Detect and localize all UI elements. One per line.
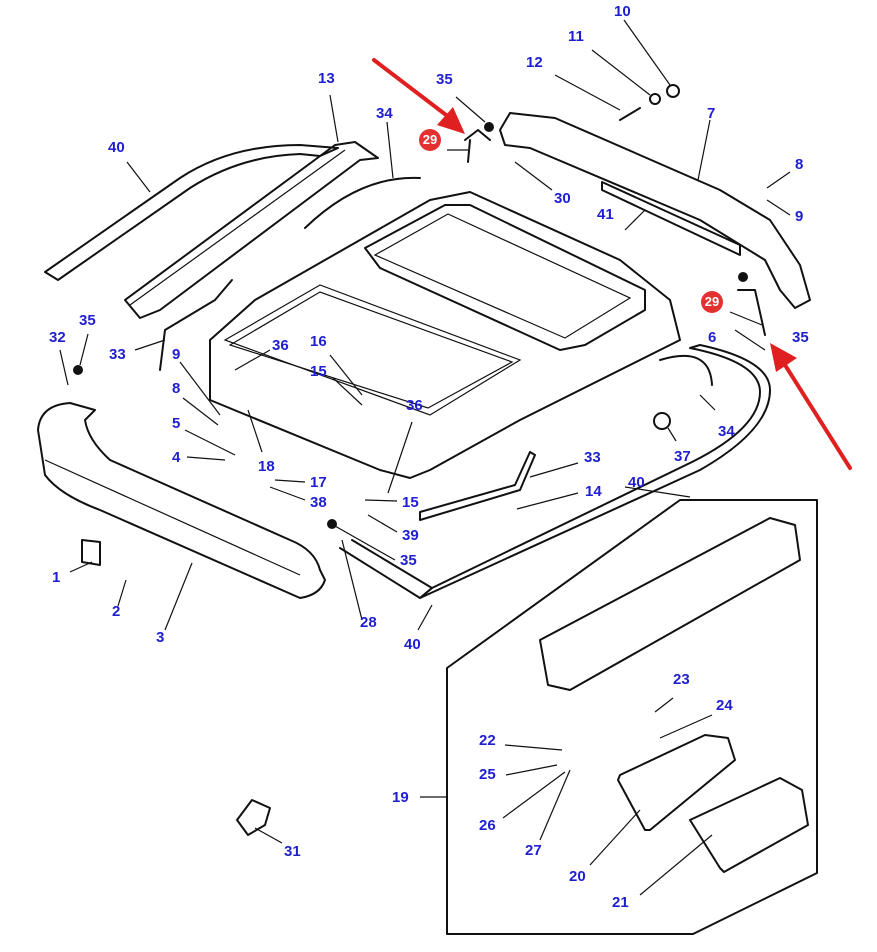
highlight-marker-29-top: 29 bbox=[419, 129, 441, 151]
callout-18: 18 bbox=[258, 458, 275, 475]
callout-20: 20 bbox=[569, 868, 586, 885]
callout-40: 40 bbox=[108, 139, 125, 156]
grommet-35d bbox=[327, 519, 337, 529]
roof-frame bbox=[209, 191, 681, 479]
seal-33-left bbox=[159, 279, 233, 371]
callout-22: 22 bbox=[479, 732, 496, 749]
grommet-37 bbox=[653, 412, 671, 430]
callout-31: 31 bbox=[284, 843, 301, 860]
rail-strip-40-right bbox=[419, 344, 771, 599]
callout-15: 15 bbox=[402, 494, 419, 511]
grommet-35c bbox=[738, 272, 748, 282]
callout-7: 7 bbox=[707, 105, 716, 122]
callout-23: 23 bbox=[673, 671, 690, 688]
callout-9: 9 bbox=[795, 208, 804, 225]
callout-24: 24 bbox=[716, 697, 733, 714]
callout-11: 11 bbox=[568, 28, 584, 45]
plate-1 bbox=[81, 539, 101, 566]
callout-26: 26 bbox=[479, 817, 496, 834]
callout-2: 2 bbox=[112, 603, 121, 620]
callout-35: 35 bbox=[436, 71, 453, 88]
callout-8: 8 bbox=[172, 380, 181, 397]
strip-41 bbox=[601, 181, 741, 256]
stud-12 bbox=[619, 107, 641, 121]
callout-25: 25 bbox=[479, 766, 496, 783]
callout-33: 33 bbox=[109, 346, 126, 363]
callout-35: 35 bbox=[400, 552, 417, 569]
bracket-29-right bbox=[737, 289, 766, 336]
callout-32: 32 bbox=[49, 329, 66, 346]
window-20 bbox=[617, 734, 736, 831]
callout-8: 8 bbox=[795, 156, 804, 173]
callout-12: 12 bbox=[526, 54, 543, 71]
callout-34: 34 bbox=[718, 423, 735, 440]
clip-31 bbox=[236, 799, 271, 836]
red-arrow-top bbox=[372, 58, 452, 120]
callout-28: 28 bbox=[360, 614, 377, 631]
callout-40: 40 bbox=[404, 636, 421, 653]
callout-27: 27 bbox=[525, 842, 542, 859]
seal-34 bbox=[304, 176, 421, 229]
callout-30: 30 bbox=[554, 190, 571, 207]
callout-33: 33 bbox=[584, 449, 601, 466]
red-arrow-right bbox=[783, 363, 852, 470]
callout-1: 1 bbox=[52, 569, 61, 586]
rail-13 bbox=[124, 141, 379, 319]
callout-21: 21 bbox=[612, 894, 629, 911]
sunroof-window bbox=[364, 204, 646, 351]
callout-14: 14 bbox=[585, 483, 602, 500]
grommet-35a bbox=[484, 122, 494, 132]
callout-36: 36 bbox=[406, 397, 423, 414]
rear-panel bbox=[539, 517, 801, 691]
washer-11 bbox=[649, 93, 661, 105]
side-panel-7 bbox=[499, 112, 811, 309]
front-panel-3 bbox=[37, 402, 326, 599]
grommet-35b bbox=[73, 365, 83, 375]
callout-36: 36 bbox=[272, 337, 289, 354]
highlight-marker-29-right: 29 bbox=[701, 291, 723, 313]
callout-35: 35 bbox=[79, 312, 96, 329]
nut-10 bbox=[666, 84, 680, 98]
callout-19: 19 bbox=[392, 789, 409, 806]
callout-5: 5 bbox=[172, 415, 181, 432]
callout-17: 17 bbox=[310, 474, 327, 491]
callout-38: 38 bbox=[310, 494, 327, 511]
rail-strip-40-left bbox=[44, 144, 339, 281]
callout-15: 15 bbox=[310, 363, 327, 380]
callout-3: 3 bbox=[156, 629, 165, 646]
seal-33-right bbox=[419, 451, 536, 521]
callout-37: 37 bbox=[674, 448, 691, 465]
callout-16: 16 bbox=[310, 333, 327, 350]
door-21 bbox=[689, 777, 809, 873]
callout-6: 6 bbox=[708, 329, 717, 346]
callout-13: 13 bbox=[318, 70, 335, 87]
callout-10: 10 bbox=[614, 3, 631, 20]
callout-35: 35 bbox=[792, 329, 809, 346]
red-arrow-right-head bbox=[770, 343, 797, 372]
callout-34: 34 bbox=[376, 105, 393, 122]
callout-40: 40 bbox=[628, 474, 645, 491]
inset-box-19 bbox=[446, 499, 818, 935]
callout-9: 9 bbox=[172, 346, 181, 363]
callout-4: 4 bbox=[172, 449, 181, 466]
callout-41: 41 bbox=[597, 206, 614, 223]
callout-39: 39 bbox=[402, 527, 419, 544]
bracket-29-top bbox=[464, 129, 491, 163]
red-arrow-top-head bbox=[437, 107, 465, 134]
